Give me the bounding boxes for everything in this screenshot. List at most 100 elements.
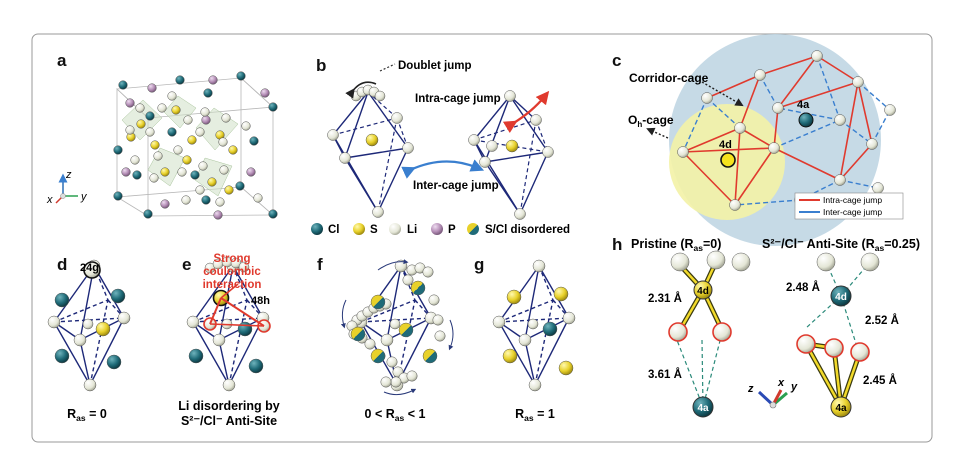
jump-arrow <box>448 319 454 351</box>
li-atom <box>834 174 846 186</box>
h-axis-z: z <box>747 383 754 395</box>
cl-atom <box>236 71 246 81</box>
li-atom <box>253 193 263 203</box>
p-atom <box>201 115 211 125</box>
scl-atom <box>422 348 438 364</box>
p-atom <box>160 199 170 209</box>
inter-cage-jump-label: Inter-cage jump <box>413 180 499 192</box>
p-atom <box>213 210 223 220</box>
site-4a-atom <box>798 112 814 128</box>
cl-atom <box>143 209 153 219</box>
li-atom <box>562 311 576 325</box>
legend-s-label: S <box>370 224 378 236</box>
scl-atom <box>398 322 414 338</box>
li-atom <box>177 167 187 177</box>
li-atom <box>811 50 823 62</box>
cage-edge <box>538 265 570 319</box>
li-atom <box>468 134 480 146</box>
axis-triad-a: z y x <box>46 169 88 206</box>
li-atom <box>125 125 135 135</box>
li-atom <box>117 311 131 325</box>
legend-p-label: P <box>448 224 456 236</box>
scl-atom <box>350 326 366 342</box>
axis-z-label: z <box>65 169 72 181</box>
cage-edge <box>400 265 416 301</box>
li-atom <box>860 252 880 272</box>
panel-e-caption-line2: S²⁻/Cl⁻ Anti-Site <box>181 414 277 428</box>
jump-arrow <box>340 299 347 329</box>
panel-h-structures: Pristine (Ras=0) S²⁻/Cl⁻ Anti-Site (Ras=… <box>631 237 920 418</box>
li-atom <box>434 330 446 342</box>
panel-e-caption-line1: Li disordering by <box>178 399 279 413</box>
panel-c-legend: Intra-cage jump Inter-cage jump <box>794 192 904 220</box>
site-24g-label: 24g <box>80 262 99 274</box>
distance-2-48: 2.48 Å <box>786 281 820 294</box>
cage-edge <box>534 317 570 386</box>
legend-inter-label: Inter-cage jump <box>823 207 882 217</box>
li-atom <box>374 90 386 102</box>
li-atom-hidden <box>389 318 401 330</box>
li-atom <box>530 114 542 126</box>
cl-atom <box>54 348 70 364</box>
li-atom <box>219 165 229 175</box>
site-24g-atom <box>83 261 101 279</box>
li-atom <box>428 294 440 306</box>
strong-interaction-line2: coulombic <box>203 266 261 278</box>
p-atom <box>208 75 218 85</box>
li-atom <box>218 137 228 147</box>
legend-scl-swatch <box>467 223 479 235</box>
li-atom <box>872 182 884 194</box>
li-atom <box>222 378 236 392</box>
s-atom <box>187 135 197 145</box>
li-atom <box>135 103 145 113</box>
cage-edge <box>228 317 264 386</box>
cage-edge <box>218 339 230 386</box>
legend-p-swatch <box>431 223 443 235</box>
s-atom <box>95 321 111 337</box>
h-right-4d-label: 4d <box>835 292 847 303</box>
p-atom <box>246 167 256 177</box>
site-4a-label: 4a <box>797 99 810 111</box>
cage-edge <box>53 321 91 386</box>
s-atom <box>160 167 170 177</box>
panel-label-c: c <box>612 51 621 70</box>
li-atom <box>492 315 506 329</box>
panel-label-g: g <box>474 255 484 274</box>
distance-2-31: 2.31 Å <box>648 292 682 305</box>
h-left-4d-label: 4d <box>697 286 709 297</box>
li-atom <box>422 266 434 278</box>
axis-triad-h: z x y <box>747 377 798 409</box>
axis-x-label: x <box>46 194 53 206</box>
li-atom <box>73 333 87 347</box>
h-axis-y: y <box>790 381 798 393</box>
panel-label-a: a <box>57 51 67 70</box>
cage-edge <box>79 339 91 386</box>
s-atom <box>171 105 181 115</box>
atom-legend: Cl S Li P S/Cl disordered <box>311 223 570 236</box>
s-atom <box>182 155 192 165</box>
li-atom <box>402 274 414 286</box>
scl-atom <box>370 294 386 310</box>
h-axis-x: x <box>777 377 785 389</box>
li-atom <box>486 140 498 152</box>
panel-label-e: e <box>182 255 191 274</box>
li-48h-atom <box>712 322 732 342</box>
legend-li-swatch <box>389 223 401 235</box>
cl-atom <box>113 191 123 201</box>
cl-atom <box>54 292 70 308</box>
cl-atom <box>542 321 558 337</box>
s-atom <box>558 360 574 376</box>
li-atom <box>754 69 766 81</box>
panel-label-f: f <box>317 255 323 274</box>
li-atom-hidden <box>82 318 94 330</box>
distance-2-52: 2.52 Å <box>865 314 899 327</box>
distance-2-45: 2.45 Å <box>863 374 897 387</box>
scl-atom <box>370 348 386 364</box>
li-atom <box>212 333 226 347</box>
li-atom <box>386 356 398 368</box>
li-48h-atom <box>668 322 688 342</box>
li-atom <box>514 208 526 220</box>
li-atom <box>221 113 231 123</box>
s-atom <box>150 140 160 150</box>
li-atom <box>215 197 225 207</box>
